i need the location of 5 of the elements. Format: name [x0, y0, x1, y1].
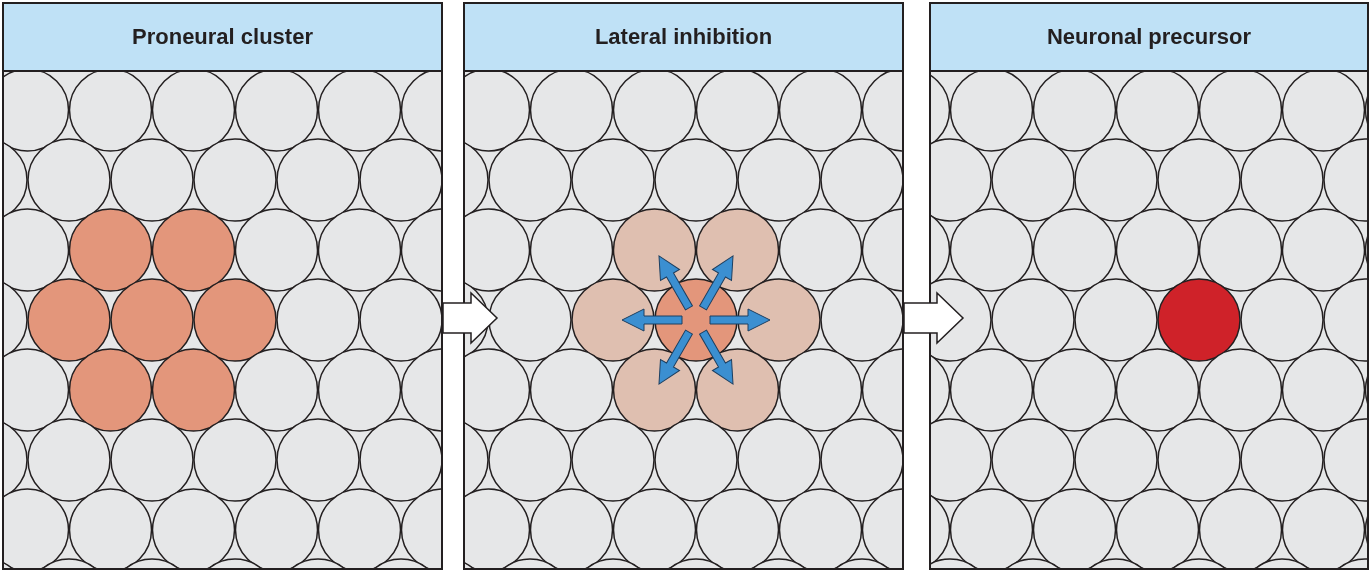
panel-title: Lateral inhibition: [594, 24, 773, 50]
panel-title: Neuronal precursor: [1046, 24, 1252, 50]
block-arrow: [442, 291, 499, 345]
panel-title: Proneural cluster: [132, 24, 313, 50]
block-arrow: [903, 291, 965, 345]
